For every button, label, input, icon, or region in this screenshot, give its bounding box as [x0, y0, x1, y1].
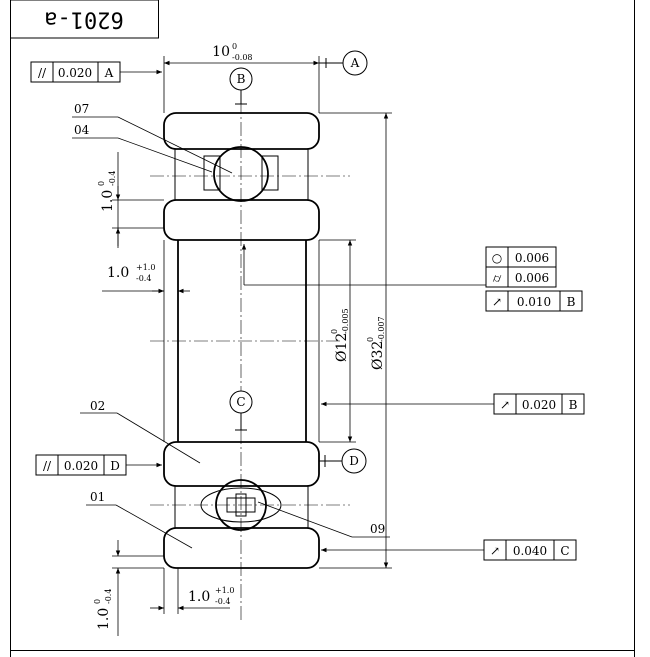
title-block-text: 6201-a	[44, 7, 123, 32]
part-label-02: 02	[90, 399, 105, 413]
fcf-runout-face-symbol: ↗	[500, 398, 510, 412]
fcf-runout-face-datum: B	[569, 398, 578, 412]
datum-c: C	[229, 390, 253, 431]
outer-dim-upper: 0	[366, 337, 375, 342]
fcf-cylindricity-symbol: ⌭	[493, 271, 502, 285]
centre-lines	[150, 100, 350, 622]
chamfer-side-top: 1.0 +1.0 -0.4	[102, 263, 190, 294]
chamfer-bottom: 1.0 +1.0 -0.4	[150, 568, 234, 614]
bearing-outline	[163, 149, 320, 528]
chamfer-side-top-lower: -0.4	[136, 274, 151, 283]
fcf-runout-outer-symbol: ↗	[490, 544, 500, 558]
chamfer-bottom-upper: +1.0	[215, 586, 234, 595]
fcf-runout-face-value: 0.020	[522, 398, 556, 412]
datum-a-label: A	[350, 56, 360, 70]
fcf-runout-outer: ↗ 0.040 C	[321, 539, 577, 561]
inner-ring-bottom	[163, 441, 320, 487]
width-dim-lower: -0.08	[232, 53, 253, 62]
fcf-parallel-a-datum: A	[104, 66, 114, 80]
outer-ring-top	[163, 112, 320, 150]
width-dim-upper: 0	[232, 42, 237, 51]
fcf-parallel-d: // 0.020 D	[35, 454, 162, 476]
chamfer-left-bottom-upper: 0	[93, 599, 102, 604]
outer-dim-base: Ø32	[370, 341, 386, 370]
drawing-frame	[10, 0, 635, 657]
width-dim-base: 10	[212, 44, 230, 60]
chamfer-bottom-lower: -0.4	[215, 597, 230, 606]
part-label-07: 07	[74, 102, 89, 116]
chamfer-left-top: 1.0 0 -0.4	[97, 152, 164, 248]
chamfer-bottom-base: 1.0	[188, 589, 210, 605]
fcf-parallel-d-symbol: //	[43, 459, 52, 473]
datum-b-label: B	[237, 72, 246, 86]
datum-d: D	[319, 448, 367, 474]
fcf-runout-bore-value: 0.010	[517, 295, 551, 309]
fcf-runout-bore-datum: B	[567, 295, 576, 309]
part-label-09: 09	[370, 522, 385, 536]
bore-dimension: Ø12 0 -0.005	[319, 239, 356, 443]
fcf-runout-outer-value: 0.040	[513, 544, 547, 558]
fcf-parallel-d-value: 0.020	[64, 459, 98, 473]
fcf-parallel-a: // 0.020 A	[30, 61, 162, 83]
inner-ring-top	[163, 199, 320, 241]
datum-b: B	[229, 67, 253, 105]
bore-dim-upper: 0	[330, 329, 339, 334]
fcf-roundness-value: 0.006	[515, 251, 549, 265]
chamfer-side-top-base: 1.0	[107, 265, 129, 281]
datum-c-label: C	[236, 395, 245, 409]
width-dimension: 10 0 -0.08	[163, 42, 320, 113]
chamfer-side-top-upper: +1.0	[136, 263, 155, 272]
outer-ring-bottom	[163, 527, 320, 569]
title-block: 6201-a	[10, 0, 159, 39]
fcf-parallel-d-datum: D	[110, 459, 120, 473]
chamfer-left-bottom: 1.0 0 -0.4	[93, 540, 164, 636]
part-label-01: 01	[90, 490, 105, 504]
part-label-04: 04	[74, 123, 90, 137]
chamfer-left-top-base: 1.0	[100, 190, 116, 212]
chamfer-left-bottom-lower: -0.4	[104, 589, 113, 604]
outer-dimension: Ø32 0 -0.007	[319, 112, 392, 569]
fcf-cylindricity-value: 0.006	[515, 271, 549, 285]
fcf-parallel-a-symbol: //	[38, 66, 47, 80]
cage-top	[203, 146, 279, 202]
part-leaders	[72, 116, 390, 549]
outer-dim-lower: -0.007	[377, 316, 386, 342]
fcf-runout-face: ↗ 0.020 B	[321, 393, 585, 415]
bore-dim-base: Ø12	[334, 333, 350, 362]
chamfer-left-top-upper: 0	[97, 181, 106, 186]
fcf-roundness-symbol: ○	[492, 251, 502, 265]
chamfer-left-bottom-base: 1.0	[96, 608, 112, 630]
fcf-runout-bore-symbol: ↗	[492, 295, 502, 309]
fcf-runout-outer-datum: C	[560, 544, 569, 558]
fcf-bore-stack: ○ 0.006 ⌭ 0.006 ↗ 0.010 B	[241, 244, 583, 312]
datum-d-label: D	[349, 454, 359, 468]
chamfer-left-top-lower: -0.4	[108, 171, 117, 186]
bore-dim-lower: -0.005	[341, 308, 350, 334]
datum-a: A	[319, 50, 368, 76]
fcf-parallel-a-value: 0.020	[58, 66, 92, 80]
